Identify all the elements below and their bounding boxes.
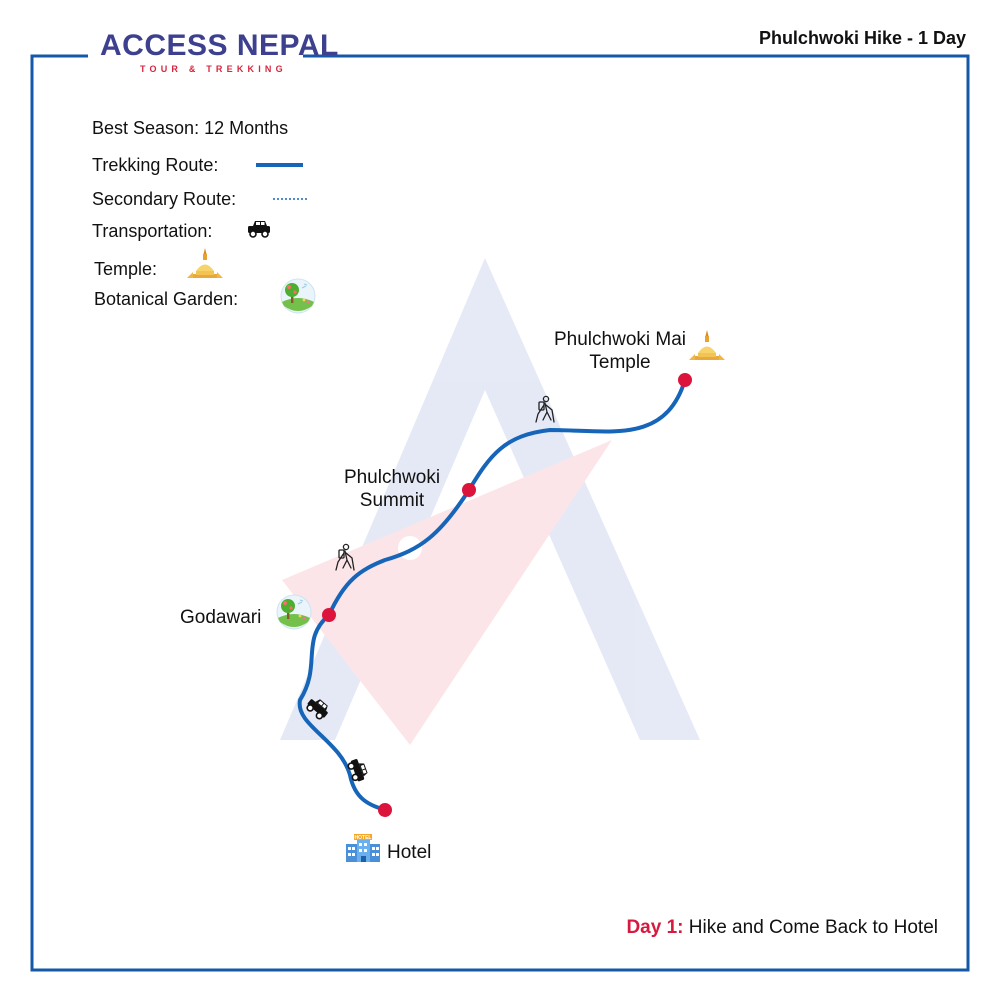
hotel-sign: HOTEL xyxy=(355,835,372,841)
label-summit-line1: Phulchwoki xyxy=(343,467,441,488)
legend-transportation: Transportation: xyxy=(92,221,213,241)
jeep-icon xyxy=(247,220,271,238)
label-temple: Phulchwoki Mai Temple xyxy=(540,328,700,374)
label-godawari: Godawari xyxy=(180,607,262,628)
legend-season: Best Season: 12 Months xyxy=(92,118,289,138)
botanical-garden-icon xyxy=(276,594,312,630)
legend-secondary-route: Secondary Route: xyxy=(92,189,237,209)
marker-summit[interactable] xyxy=(462,483,476,497)
day-label: Day 1: xyxy=(626,917,684,938)
marker-godawari[interactable] xyxy=(322,608,336,622)
map-frame xyxy=(30,54,970,972)
botanical-garden-icon xyxy=(280,278,316,314)
label-hotel: Hotel xyxy=(387,842,432,863)
label-summit: Phulchwoki Summit xyxy=(322,466,462,512)
label-temple-line1: Phulchwoki Mai xyxy=(554,329,686,350)
legend-botanical-garden: Botanical Garden: xyxy=(94,289,239,309)
marker-hotel[interactable] xyxy=(378,803,392,817)
brand-logo[interactable]: ACCESS NEPAL TOUR & TREKKING xyxy=(100,29,339,75)
label-temple-line2: Temple xyxy=(589,352,651,373)
legend-temple: Temple: xyxy=(94,259,158,279)
brand-name: ACCESS NEPAL xyxy=(100,29,339,62)
page-title: Phulchwoki Hike - 1 Day xyxy=(758,28,966,48)
trekking-route xyxy=(297,378,687,812)
day-description: Hike and Come Back to Hotel xyxy=(688,917,938,938)
marker-temple[interactable] xyxy=(678,373,692,387)
stupa-icon xyxy=(187,248,223,278)
legend-trekking-route: Trekking Route: xyxy=(92,155,219,175)
hotel-building-icon: HOTEL xyxy=(346,834,380,862)
label-summit-line2: Summit xyxy=(359,490,425,511)
day-note: Day 1: Hike and Come Back to Hotel xyxy=(626,917,938,939)
brand-tagline: TOUR & TREKKING xyxy=(140,64,287,74)
